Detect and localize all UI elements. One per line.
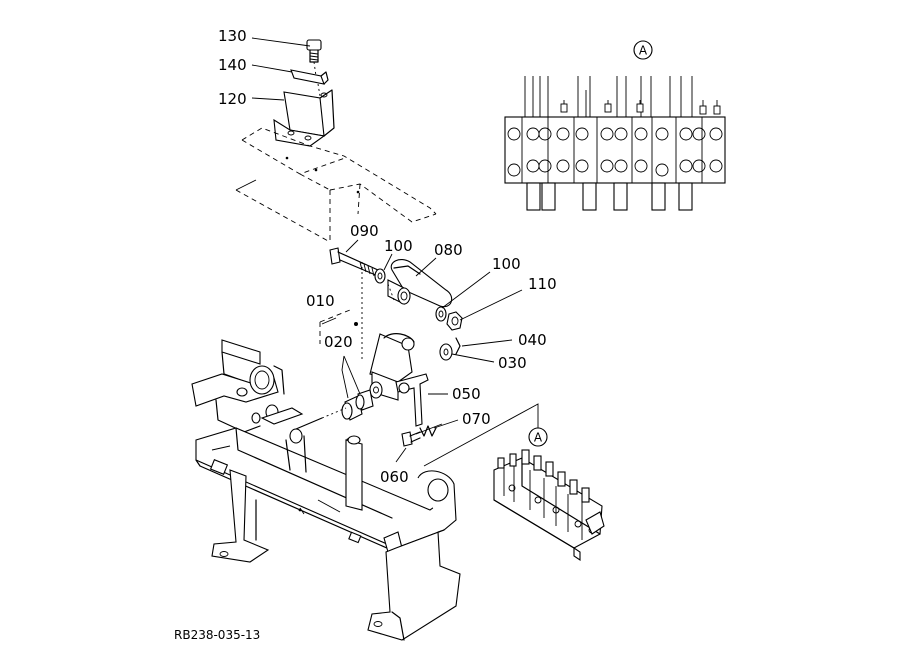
detail-callout-top [633,40,653,60]
part-labels: 130 140 120 090 100 080 100 110 010 020 … [218,27,557,486]
label-080: 080 [434,241,463,259]
lever-080 [387,259,453,308]
frame-member-top [235,127,437,243]
valve-isometric: A [423,403,605,562]
label-040: 040 [518,331,547,349]
valve-top-view: A [504,40,726,211]
bracket-120 [273,89,335,147]
bushing-020a [341,395,363,421]
label-140: 140 [218,56,247,74]
label-070: 070 [462,410,491,428]
nut-110 [446,311,463,331]
label-120: 120 [218,90,247,108]
label-060: 060 [380,468,409,486]
bolt-090 [329,247,379,277]
label-130: 130 [218,27,247,45]
drawing-code: RB238-035-13 [174,628,260,642]
lever-base-010 [369,333,415,401]
label-110: 110 [528,275,557,293]
washer-100b [435,306,447,322]
pin-030 [439,343,453,361]
clip-140 [290,69,329,85]
label-100a: 100 [384,237,413,255]
detail-callout-top-label: A [639,44,648,58]
detail-callout-bottom-label: A [534,431,543,445]
leader-lines-mid [345,239,523,360]
main-frame [191,339,461,641]
label-030: 030 [498,354,527,372]
clip-040 [455,337,461,355]
leader-lines-050 [395,393,459,463]
leader-lines-top [251,37,321,101]
grease-point [354,322,358,326]
label-020: 020 [324,333,353,351]
washer-100a [374,268,386,284]
leader-lines-020 [321,317,513,399]
label-100b: 100 [492,255,521,273]
bushing-020b [355,389,374,411]
spring-pin-070 [415,423,443,437]
bolt-130 [306,39,322,63]
bolt-060 [401,431,421,447]
label-050: 050 [452,385,481,403]
label-010: 010 [306,292,335,310]
bracket-010-outline [319,309,351,344]
rod-050 [395,373,429,427]
label-090: 090 [350,222,379,240]
